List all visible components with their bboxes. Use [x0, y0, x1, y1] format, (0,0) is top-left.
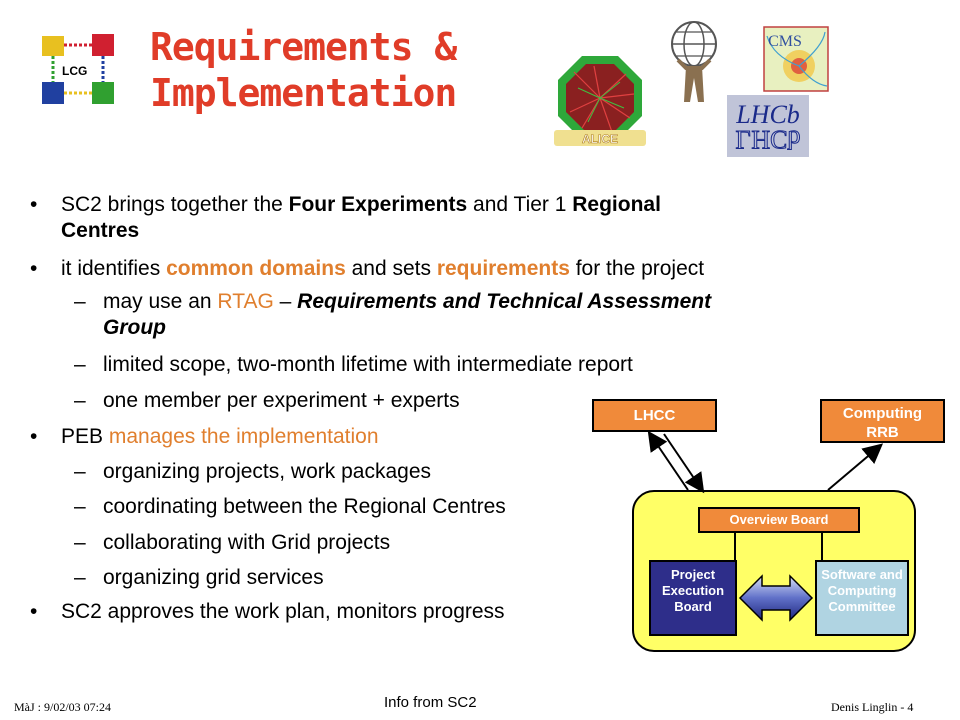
sub-bullet-7: organizing grid services — [103, 566, 324, 589]
lcg-logo-text: LCG — [62, 64, 88, 78]
sub-bullet-3: one member per experiment + experts — [103, 389, 460, 412]
sub-bullet-dash: – — [74, 531, 86, 554]
atlas-logo — [671, 21, 717, 102]
slide-title: Requirements & Implementation — [150, 24, 510, 116]
sub-bullet-4: organizing projects, work packages — [103, 460, 432, 483]
footer-date: MàJ : 9/02/03 07:24 — [14, 700, 112, 714]
sub-bullet-dash: – — [74, 290, 86, 313]
arrow-to-rrb — [827, 443, 884, 491]
sub-bullet-dash: – — [74, 460, 86, 483]
sub-bullet-dash: – — [74, 389, 86, 412]
lhcb-logo-text: LHCb — [735, 100, 800, 129]
alice-logo-text: ALICE — [582, 132, 618, 146]
lhcb-logo: LHCb LHCb — [727, 95, 809, 157]
lhcc-box: LHCC — [592, 399, 717, 432]
alice-logo: ALICE — [554, 56, 646, 146]
sub-bullet-dash: – — [74, 353, 86, 376]
sub-bullet-6: collaborating with Grid projects — [103, 531, 391, 554]
bullet-dot: • — [30, 193, 38, 216]
arrow-from-lhcc — [663, 433, 705, 494]
footer-author-page: Denis Linglin - 4 — [831, 700, 914, 714]
title-line-1: Requirements & — [150, 25, 457, 69]
bullet-dot: • — [30, 600, 38, 623]
bullet-1-line-2: Centres — [61, 219, 140, 242]
lcg-logo — [42, 34, 114, 104]
sub-bullet-5: coordinating between the Regional Centre… — [103, 495, 506, 518]
bullet-dot: • — [30, 257, 38, 280]
overview-board-box: Overview Board — [698, 507, 860, 533]
cms-logo-text: CMS — [768, 33, 802, 50]
bullet-1-line-1: SC2 brings together the Four Experiments… — [61, 193, 661, 216]
sub-bullet-2: limited scope, two-month lifetime with i… — [103, 353, 633, 376]
bullet-4: SC2 approves the work plan, monitors pro… — [61, 600, 505, 623]
arrow-to-lhcc — [647, 430, 689, 491]
cms-logo: CMS — [763, 26, 829, 92]
title-line-2: Implementation — [150, 71, 457, 115]
bullet-2: it identifies common domains and sets re… — [61, 257, 705, 280]
sub-bullet-1-line-2: Group — [103, 316, 166, 339]
bullet-3: PEB manages the implementation — [61, 425, 379, 448]
sub-bullet-dash: – — [74, 566, 86, 589]
sub-bullet-dash: – — [74, 495, 86, 518]
footer-title: Info from SC2 — [384, 694, 477, 711]
sub-bullet-1-line-1: may use an RTAG – Requirements and Techn… — [103, 290, 712, 313]
bullet-dot: • — [30, 425, 38, 448]
lhcb-logo-reflection: LHCb — [736, 125, 801, 154]
